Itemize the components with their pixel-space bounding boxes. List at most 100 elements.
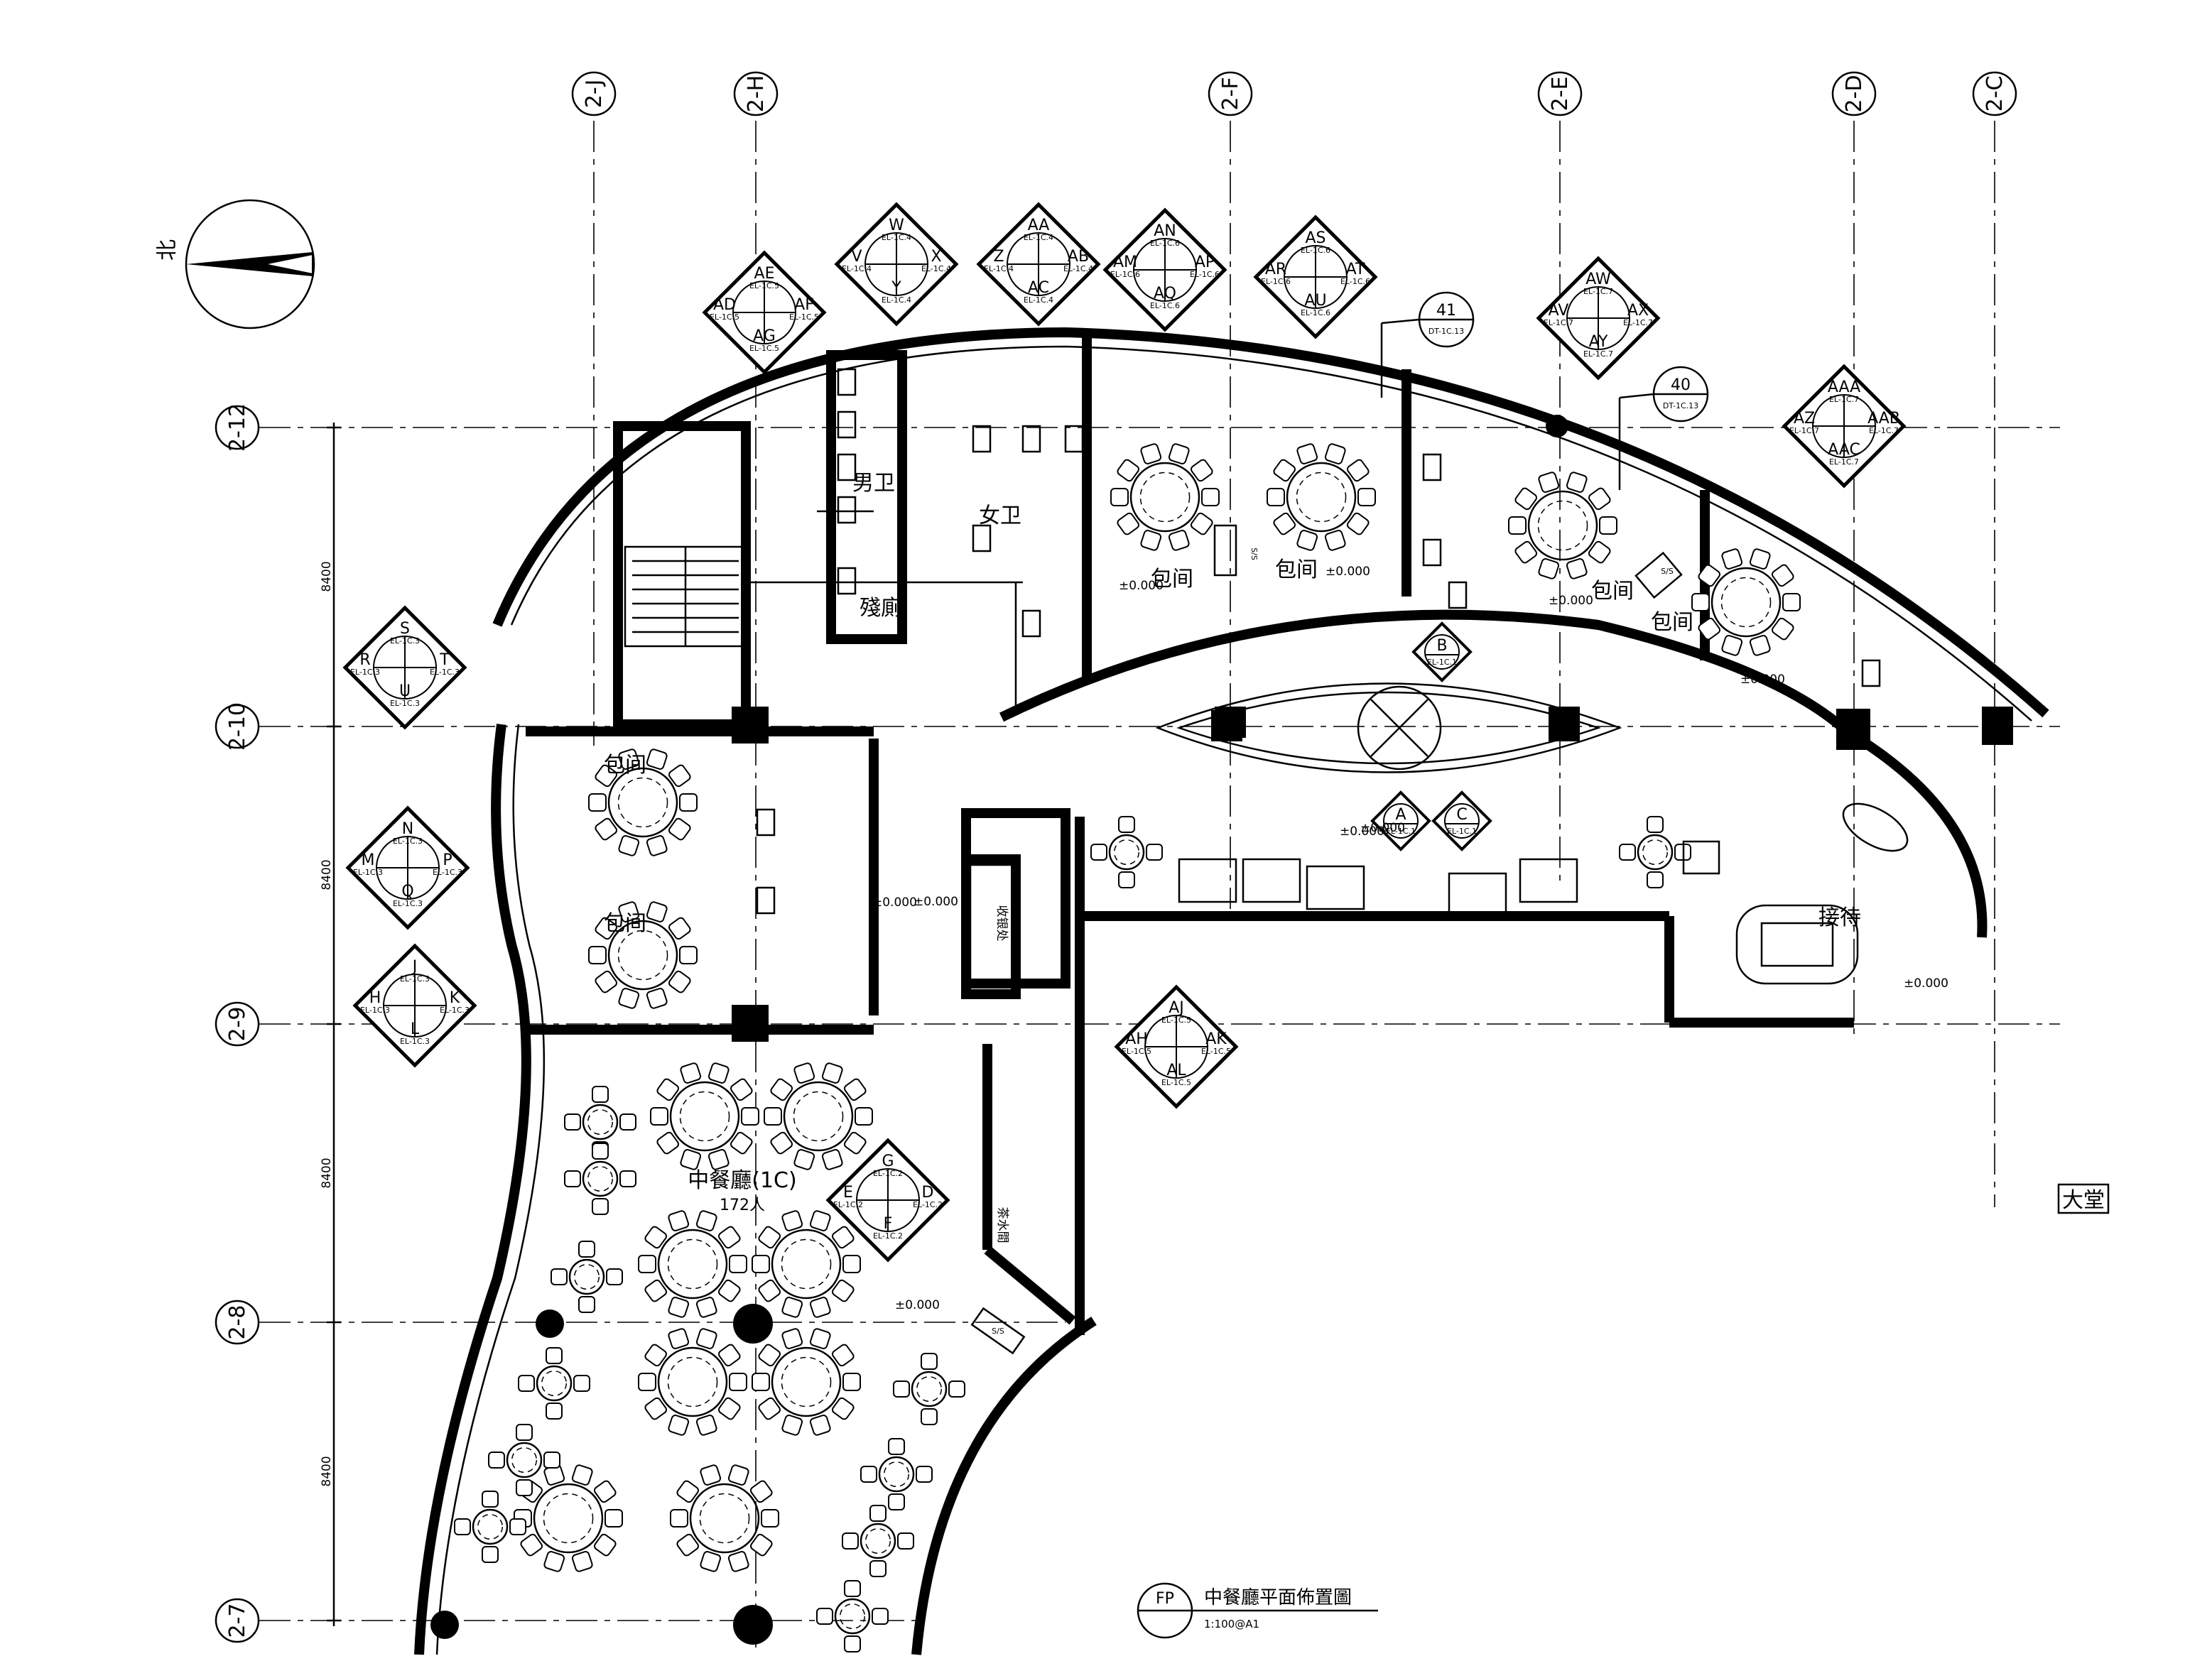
stair: [624, 545, 747, 648]
elevation-key-letter: W: [889, 217, 904, 234]
dimension-label: 8400: [320, 1158, 334, 1188]
grid-label: 2-E: [1548, 77, 1573, 111]
ss-tag: S/S: [992, 1327, 1004, 1336]
elevation-key-letter: H: [369, 989, 381, 1007]
level-mark: ±0.000: [1360, 821, 1405, 835]
elevation-key-ref: EL-1C.4: [882, 295, 911, 305]
toilet-fixtures: [756, 368, 1881, 915]
elevation-key-letter: N: [402, 820, 413, 838]
section-key-letter: B: [1436, 637, 1447, 655]
elevation-key-letter: AN: [1154, 222, 1176, 240]
elevation-key-ref: EL-1C.4: [1024, 233, 1053, 242]
elevation-key-letter: AD: [713, 296, 736, 314]
elevation-key-letter: AM: [1113, 254, 1137, 271]
elevation-key-letter: AL: [1166, 1062, 1186, 1079]
grid-label: 2-12: [225, 403, 250, 452]
elevation-keys: AEEL-1C.5ADEL-1C.5AFEL-1C.5AGEL-1C.5WEL-…: [342, 202, 1907, 1263]
elevation-key-ref: EL-1C.3: [390, 636, 420, 646]
elevation-key-letter: AS: [1305, 229, 1325, 247]
drawing-tag: FP: [1156, 1590, 1174, 1608]
room-label-hall: 中餐廳(1C): [688, 1168, 796, 1193]
grid-bubbles: 2-J 2-H 2-F 2-E 2-D 2-C 2-12 2-10: [215, 71, 2017, 1643]
level-marks: ±0.000 ±0.000 ±0.000 ±0.000 ±0.000 ±0.00…: [872, 565, 1948, 1312]
grid-label: 2-F: [1218, 77, 1243, 110]
elevation-key-letter: E: [843, 1184, 853, 1202]
elevation-key-letter: V: [851, 248, 862, 266]
ss-tags: S/S S/S S/S: [970, 524, 1683, 1355]
elevation-key-ref: EL-1C.3: [350, 668, 380, 677]
section-key: BEL-1C.1: [1411, 621, 1473, 682]
elevation-key-ref: EL-1C.4: [921, 264, 951, 273]
elevation-key-ref: EL-1C.4: [984, 264, 1014, 273]
detail-ref: DT-1C.13: [1663, 401, 1698, 410]
grid-label: 2-H: [744, 75, 769, 112]
elevation-key-ref: EL-1C.3: [353, 868, 383, 877]
room-label-mens: 男卫: [852, 471, 895, 496]
elevation-key-letter: AK: [1205, 1030, 1227, 1048]
title-block: FP 中餐廳平面佈置圖 1:100@A1: [1137, 1582, 1378, 1639]
room-label-private-6: 包间: [604, 911, 646, 936]
grid-bubble-h: 2-10: [215, 702, 260, 751]
room-label-private-5: 包间: [604, 753, 646, 778]
round-table: [638, 1210, 747, 1318]
elevation-key-ref: EL-1C.3: [360, 1006, 390, 1015]
grid-bubble-h: 2-12: [215, 403, 260, 452]
grid-bubble-v: 2-F: [1208, 71, 1253, 116]
round-table: [1508, 472, 1617, 579]
elevation-key-ref: EL-1C.2: [873, 1169, 903, 1178]
dimension-chain: 8400 8400 8400 8400: [320, 423, 341, 1626]
elevation-key-letter: AAC: [1828, 441, 1860, 459]
grid-label: 2-J: [582, 80, 607, 108]
level-mark: ±0.000: [1340, 824, 1384, 839]
small-table: [518, 1347, 590, 1420]
round-table: [588, 748, 698, 856]
small-table: [816, 1580, 889, 1652]
elevation-key-letter: X: [931, 248, 941, 266]
elevation-key-letter: AA: [1028, 217, 1050, 234]
elevation-key-ref: EL-1C.3: [430, 668, 460, 677]
small-table: [842, 1505, 914, 1577]
grid-bubble-v: 2-H: [733, 71, 779, 116]
grid-label: 2-7: [225, 1603, 250, 1638]
level-mark: ±0.000: [1119, 579, 1164, 593]
elevation-key-ref: EL-1C.7: [1623, 318, 1653, 327]
elevation-key-letter: AF: [794, 296, 814, 314]
north-label: 北: [155, 239, 180, 261]
elevation-key-letter: AP: [1195, 254, 1215, 271]
elevation-key-ref: EL-1C.5: [710, 312, 739, 322]
elevation-key-letter: AV: [1549, 302, 1569, 320]
elevation-key-letter: AX: [1627, 302, 1649, 320]
elevation-key-letter: AY: [1589, 333, 1608, 351]
room-label-private-4: 包间: [1651, 610, 1693, 635]
elevation-key-letter: J: [411, 958, 418, 976]
elevation-key-ref: EL-1C.3: [393, 837, 423, 846]
elevation-key-letter: AU: [1304, 292, 1326, 310]
elevation-key-ref: EL-1C.6: [1190, 270, 1220, 279]
grid-label: 2-D: [1842, 75, 1867, 112]
grid-bubble-h: 2-7: [215, 1598, 260, 1643]
elevation-key-letter: D: [922, 1184, 934, 1202]
small-table: [1090, 816, 1163, 888]
corridor-lounge: [1178, 802, 1909, 985]
north-arrow: 北: [155, 199, 315, 330]
elevation-key-letter: AG: [753, 327, 776, 345]
elevation-key-ref: EL-1C.6: [1150, 301, 1180, 310]
small-table: [1619, 816, 1691, 888]
detail-bubble: 40 DT-1C.13: [1618, 366, 1709, 490]
elevation-key-ref: EL-1C.3: [390, 699, 420, 708]
round-table: [1267, 443, 1376, 551]
elevation-key-letter: G: [882, 1153, 894, 1170]
elevation-key-ref: EL-1C.7: [1829, 395, 1859, 404]
elevation-key-letter: M: [362, 851, 375, 869]
detail-ref: DT-1C.13: [1428, 327, 1464, 336]
elevation-key-ref: EL-1C.6: [1301, 308, 1330, 317]
elevation-key-letter: AAA: [1828, 379, 1860, 396]
room-label-private-1: 包间: [1151, 567, 1193, 592]
elevation-key-ref: EL-1C.6: [1340, 277, 1370, 286]
section-key-ref: EL-1C.1: [1447, 827, 1477, 836]
elevation-key-ref: EL-1C.7: [1544, 318, 1573, 327]
